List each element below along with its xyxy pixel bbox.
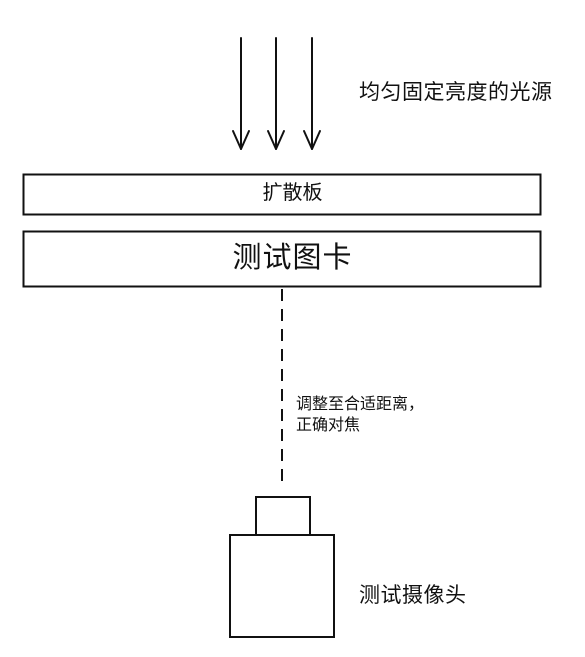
down-arrow-icon bbox=[267, 37, 285, 150]
camera-body bbox=[229, 534, 335, 638]
camera-lens bbox=[255, 496, 311, 536]
test-chart-board bbox=[22, 230, 542, 288]
diffuser-plate bbox=[22, 173, 542, 216]
focus-note-line-1: 调整至合适距离， bbox=[296, 394, 425, 413]
test-chart-label: 测试图卡 bbox=[232, 240, 353, 274]
down-arrow-icon bbox=[303, 37, 321, 150]
camera-label: 测试摄像头 bbox=[359, 583, 467, 607]
test-camera bbox=[229, 496, 335, 638]
diffuser-label: 扩散板 bbox=[262, 180, 323, 204]
light-source-label: 均匀固定亮度的光源 bbox=[359, 80, 553, 104]
down-arrow-icon bbox=[232, 37, 250, 150]
light-rays bbox=[232, 37, 321, 150]
focus-note-line-2: 正确对焦 bbox=[296, 415, 361, 434]
